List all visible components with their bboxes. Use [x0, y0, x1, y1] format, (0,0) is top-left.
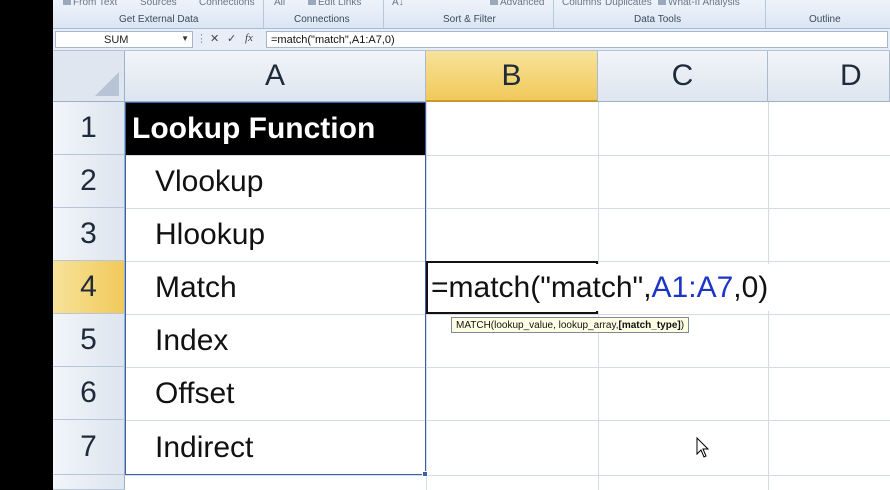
link-icon	[308, 0, 316, 6]
gridline	[125, 155, 890, 156]
row-header-4[interactable]: 4	[53, 261, 125, 314]
connections-button[interactable]: Connections	[199, 0, 255, 8]
gridline	[125, 367, 890, 368]
filter-icon	[490, 0, 498, 6]
gridline	[125, 314, 890, 315]
group-label-connections: Connections	[294, 14, 350, 25]
remove-duplicates-button[interactable]: Duplicates	[605, 0, 652, 8]
row-header-6[interactable]: 6	[53, 367, 125, 420]
ribbon-divider	[765, 0, 766, 28]
edit-formula-prefix: =match("match",	[431, 270, 652, 304]
fill-handle[interactable]	[422, 471, 428, 477]
tooltip-close-paren: )	[680, 319, 685, 331]
tooltip-signature: MATCH(lookup_value, lookup_array,	[456, 319, 619, 331]
name-box[interactable]: SUM ▼	[55, 31, 193, 48]
chevron-down-icon[interactable]: ▼	[181, 34, 189, 43]
group-label-sort-filter: Sort & Filter	[443, 14, 496, 25]
row-header-8[interactable]	[53, 475, 125, 490]
row-header-5[interactable]: 5	[53, 314, 125, 367]
sources-button[interactable]: Sources	[140, 0, 177, 8]
formula-bar: SUM ▼ ⋮ ✕ ✓ fx =match("match",A1:A7,0)	[53, 29, 890, 51]
row-header-3[interactable]: 3	[53, 208, 125, 261]
edit-formula-suffix: ,0)	[733, 270, 769, 304]
excel-window: From Text Sources Connections Get Extern…	[53, 0, 890, 490]
resize-handle-icon[interactable]: ⋮	[196, 33, 207, 45]
cell-a7[interactable]: Indirect	[155, 430, 254, 464]
ribbon: From Text Sources Connections Get Extern…	[53, 0, 890, 29]
from-text-button[interactable]: From Text	[63, 0, 117, 8]
advanced-filter-button[interactable]: Advanced	[490, 0, 544, 8]
name-box-value: SUM	[104, 34, 129, 46]
cell-edit-text[interactable]: =match("match",A1:A7,0)	[431, 264, 773, 311]
cell-a3[interactable]: Hlookup	[155, 217, 266, 251]
what-if-analysis-button[interactable]: What-If Analysis	[658, 0, 740, 8]
text-to-columns-button[interactable]: Columns	[562, 0, 602, 8]
column-header-a[interactable]: A	[125, 51, 426, 102]
edit-range-reference: A1:A7	[651, 270, 734, 304]
cell-a4[interactable]: Match	[155, 270, 237, 304]
what-if-icon	[658, 0, 666, 6]
cell-a1[interactable]: Lookup Function	[126, 103, 426, 155]
insert-function-icon[interactable]: fx	[245, 32, 253, 44]
row-header-1[interactable]: 1	[53, 102, 125, 155]
column-header-d[interactable]: D	[768, 51, 890, 102]
function-tooltip[interactable]: MATCH(lookup_value, lookup_array, [match…	[451, 317, 690, 333]
cancel-icon[interactable]: ✕	[210, 33, 220, 45]
sort-az-button[interactable]: A↓	[392, 0, 404, 8]
row-header-2[interactable]: 2	[53, 155, 125, 208]
edit-links-button[interactable]: Edit Links	[308, 0, 361, 8]
column-header-b[interactable]: B	[426, 51, 598, 102]
select-all-corner[interactable]	[53, 51, 125, 102]
formula-text: =match("match",A1:A7,0)	[271, 34, 395, 46]
ribbon-divider	[263, 0, 264, 28]
spreadsheet-grid[interactable]: A B C D 1 2 3 4 5 6 7 Lookup Function Vl…	[53, 51, 890, 490]
ribbon-divider	[553, 0, 554, 28]
select-all-triangle-icon	[95, 72, 119, 96]
mouse-pointer-icon	[696, 437, 710, 458]
formula-input[interactable]: =match("match",A1:A7,0)	[266, 31, 888, 48]
cell-a5[interactable]: Index	[155, 323, 229, 357]
enter-icon[interactable]: ✓	[227, 33, 237, 45]
cell-a2[interactable]: Vlookup	[155, 164, 264, 198]
group-label-external-data: Get External Data	[119, 14, 199, 25]
gridline	[125, 208, 890, 209]
tooltip-current-argument: [match_type]	[618, 319, 681, 331]
column-header-c[interactable]: C	[598, 51, 768, 102]
gridline	[125, 420, 890, 421]
text-file-icon	[63, 0, 71, 6]
gridline	[125, 475, 890, 476]
refresh-all-button[interactable]: All	[274, 0, 286, 8]
group-label-data-tools: Data Tools	[634, 14, 682, 25]
group-label-outline: Outline	[809, 14, 841, 25]
row-header-7[interactable]: 7	[53, 420, 125, 475]
cell-a6[interactable]: Offset	[155, 376, 235, 410]
formula-controls: ⋮ ✕ ✓ fx	[196, 31, 266, 48]
ribbon-divider	[383, 0, 384, 28]
